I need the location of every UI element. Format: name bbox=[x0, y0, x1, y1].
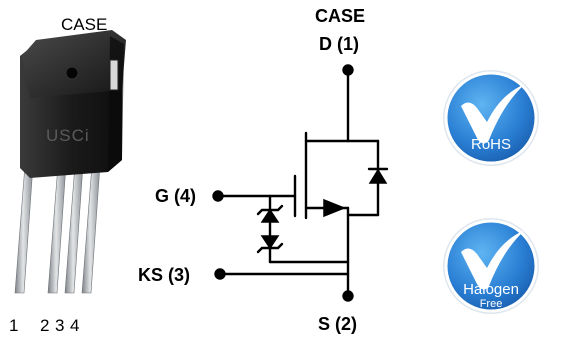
lead-3 bbox=[64, 164, 84, 294]
checkmark-seal-icon bbox=[443, 218, 539, 314]
pin-label-3: 3 bbox=[55, 316, 64, 335]
halogen-badge-text-line1: Halogen bbox=[463, 281, 519, 298]
kelvin-source-terminal bbox=[214, 268, 226, 280]
checkmark-seal-icon bbox=[443, 70, 539, 166]
rohs-badge-text: RoHS bbox=[471, 136, 511, 153]
pin-number-labels: 1 2 3 4 bbox=[9, 316, 79, 335]
zener-1-bar bbox=[256, 204, 284, 216]
channel-arrow bbox=[323, 198, 347, 218]
lead-2 bbox=[47, 164, 67, 294]
mosfet-schematic bbox=[212, 64, 389, 302]
zener-1-triangle bbox=[260, 208, 280, 223]
zener-2-bar bbox=[256, 242, 284, 254]
schematic-case-label: CASE bbox=[315, 6, 365, 26]
kelvin-source-label: KS (3) bbox=[138, 265, 190, 285]
rohs-badge: RoHS bbox=[443, 70, 539, 166]
package-body: USCi bbox=[20, 30, 126, 178]
drain-label: D (1) bbox=[319, 34, 359, 54]
tab-notch bbox=[109, 59, 119, 91]
schematic-labels: CASE D (1) G (4) KS (3) S (2) bbox=[138, 6, 365, 334]
package-leads bbox=[14, 164, 101, 294]
body-diode-triangle bbox=[368, 168, 388, 184]
halogen-badge-text-line2: Free bbox=[480, 298, 503, 310]
mounting-hole bbox=[65, 66, 79, 80]
pin-label-4: 4 bbox=[70, 316, 79, 335]
source-terminal bbox=[342, 290, 354, 302]
halogen-free-badge: Halogen Free bbox=[443, 218, 539, 314]
gate-terminal bbox=[212, 190, 224, 202]
package-case-label: CASE bbox=[61, 15, 107, 34]
lead-4 bbox=[81, 164, 101, 294]
pin-label-1: 1 bbox=[9, 316, 18, 335]
gate-label: G (4) bbox=[155, 186, 196, 206]
pin-label-2: 2 bbox=[40, 316, 49, 335]
drain-terminal bbox=[342, 64, 354, 76]
source-label: S (2) bbox=[318, 314, 357, 334]
to247-package: CASE USCi 1 2 3 4 bbox=[9, 15, 126, 335]
package-brand-marking: USCi bbox=[46, 126, 90, 145]
zener-2-triangle bbox=[260, 235, 280, 250]
lead-1 bbox=[14, 164, 34, 294]
